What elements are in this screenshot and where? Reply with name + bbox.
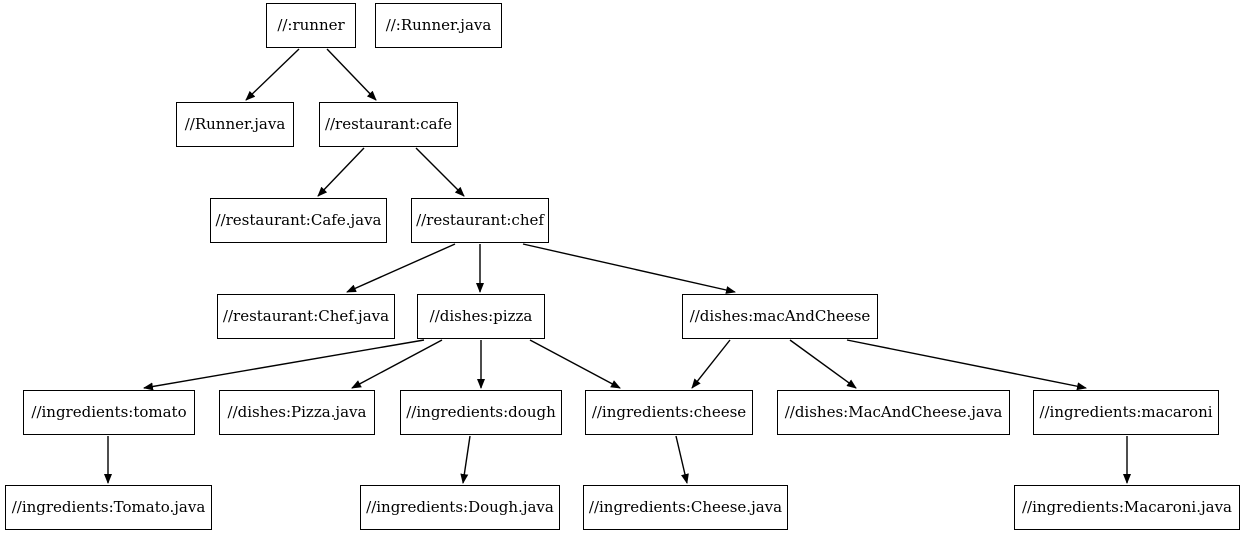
graph-node-label: //:runner [277,16,345,34]
graph-node-cheese_java[interactable]: //ingredients:Cheese.java [583,485,788,530]
graph-edge-dishes_pizza-to-pizza_java [351,339,443,389]
graph-edge-dishes_pizza-to-ing_tomato [143,339,425,391]
graph-node-label: //restaurant:Cafe.java [215,211,382,229]
graph-node-macaroni_java[interactable]: //ingredients:Macaroni.java [1014,485,1240,530]
graph-node-label: //Runner.java [184,115,286,133]
graph-node-dishes_macandchz[interactable]: //dishes:macAndCheese [682,294,878,339]
graph-node-label: //ingredients:Macaroni.java [1021,498,1232,516]
graph-node-label: //ingredients:Dough.java [366,498,554,516]
graph-edge-runner-to-runner_java [245,48,300,101]
graph-node-label: //restaurant:chef [416,211,544,229]
graph-node-runner[interactable]: //:runner [266,3,356,48]
graph-node-runner_java[interactable]: //Runner.java [176,102,294,147]
graph-node-label: //dishes:macAndCheese [689,307,871,325]
graph-edge-runner-to-restaurant_cafe [326,48,377,101]
graph-node-label: //ingredients:cheese [591,403,747,421]
graph-node-label: //ingredients:tomato [31,403,187,421]
graph-node-cafe_java[interactable]: //restaurant:Cafe.java [210,198,387,243]
graph-edge-restaurant_chef-to-chef_java [346,243,456,293]
graph-edge-dishes_macandchz-to-macandchz_java [789,339,857,389]
graph-node-ing_macaroni[interactable]: //ingredients:macaroni [1033,390,1219,435]
graph-node-label: //ingredients:dough [406,403,556,421]
graph-node-label: //dishes:pizza [429,307,533,325]
graph-node-macandchz_java[interactable]: //dishes:MacAndCheese.java [777,390,1010,435]
graph-node-restaurant_cafe[interactable]: //restaurant:cafe [319,102,458,147]
graph-edge-restaurant_cafe-to-cafe_java [317,147,365,197]
graph-node-pizza_java[interactable]: //dishes:Pizza.java [219,390,375,435]
graph-node-label: //:Runner.java [385,16,492,34]
graph-node-ing_tomato[interactable]: //ingredients:tomato [23,390,195,435]
graph-edge-dishes_macandchz-to-ing_macaroni [846,339,1087,391]
graph-node-label: //ingredients:Cheese.java [588,498,783,516]
graph-edge-dishes_pizza-to-ing_cheese [529,339,621,389]
graph-edge-ing_cheese-to-cheese_java [675,435,689,484]
graph-node-dishes_pizza[interactable]: //dishes:pizza [417,294,545,339]
graph-node-ing_dough[interactable]: //ingredients:dough [400,390,562,435]
graph-node-dough_java[interactable]: //ingredients:Dough.java [360,485,560,530]
graph-node-label: //ingredients:Tomato.java [11,498,206,516]
graph-node-tomato_java[interactable]: //ingredients:Tomato.java [5,485,212,530]
graph-node-label: //dishes:MacAndCheese.java [784,403,1003,421]
graph-edge-ing_dough-to-dough_java [460,435,471,484]
graph-edge-restaurant_cafe-to-restaurant_chef [415,147,465,197]
graph-node-ing_cheese[interactable]: //ingredients:cheese [585,390,753,435]
graph-node-label: //restaurant:Chef.java [222,307,390,325]
graph-node-runner_java_root[interactable]: //:Runner.java [375,3,502,48]
graph-edge-restaurant_chef-to-dishes_macandchz [522,243,736,294]
graph-node-label: //ingredients:macaroni [1039,403,1213,421]
graph-node-chef_java[interactable]: //restaurant:Chef.java [217,294,395,339]
graph-node-restaurant_chef[interactable]: //restaurant:chef [411,198,549,243]
graph-node-label: //restaurant:cafe [324,115,453,133]
graph-node-label: //dishes:Pizza.java [227,403,367,421]
graph-edge-dishes_macandchz-to-ing_cheese [691,339,731,389]
